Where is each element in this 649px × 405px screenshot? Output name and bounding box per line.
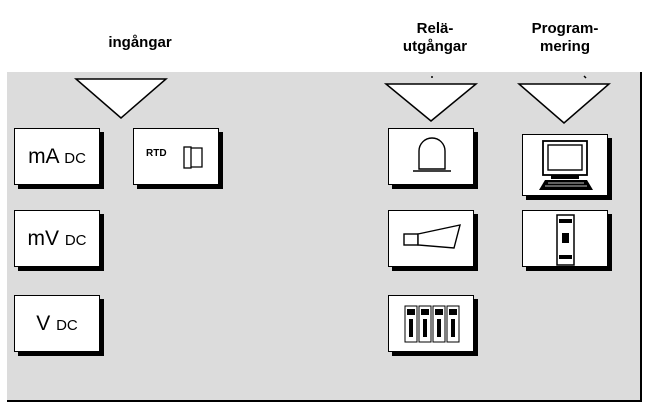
module-unit-icon [556, 214, 575, 266]
input-rtd[interactable]: RTD [133, 128, 219, 185]
relay-horn[interactable] [388, 210, 474, 267]
input-mv-sub: DC [64, 231, 87, 249]
rtd-sensor-icon [183, 146, 203, 169]
arrow-prog-icon [516, 83, 612, 124]
input-ma-sub: DC [64, 149, 86, 167]
arrow-inputs-icon [73, 78, 169, 119]
arrow-relay-icon [383, 83, 479, 122]
prog-device-module[interactable] [522, 210, 608, 267]
computer-icon [539, 140, 593, 190]
input-mv-main: mV [27, 226, 59, 250]
relay-modules[interactable] [388, 295, 474, 352]
input-v-sub: DC [56, 316, 78, 334]
lamp-icon [413, 137, 451, 172]
header-prog-line2: mering [539, 38, 590, 55]
header-programming: Program- mering [510, 20, 620, 56]
header-prog-line1: Program- [531, 20, 599, 37]
input-ma-main: mA [28, 144, 59, 168]
input-v-dc[interactable]: V DC [14, 295, 100, 352]
rtd-label: RTD [146, 148, 167, 159]
header-inputs: ingångar [85, 34, 195, 52]
header-inputs-label: ingångar [108, 34, 172, 51]
input-ma-dc[interactable]: mA DC [14, 128, 100, 185]
relay-lamp[interactable] [388, 128, 474, 185]
header-relay-line2: utgångar [402, 38, 468, 55]
prog-computer[interactable] [522, 134, 608, 196]
header-relay-outputs: Relä- utgångar [380, 20, 490, 56]
relay-modules-icon [404, 305, 460, 343]
input-mv-dc[interactable]: mV DC [14, 210, 100, 267]
horn-icon [403, 224, 461, 249]
header-relay-line1: Relä- [416, 20, 454, 37]
input-v-main: V [36, 311, 51, 335]
